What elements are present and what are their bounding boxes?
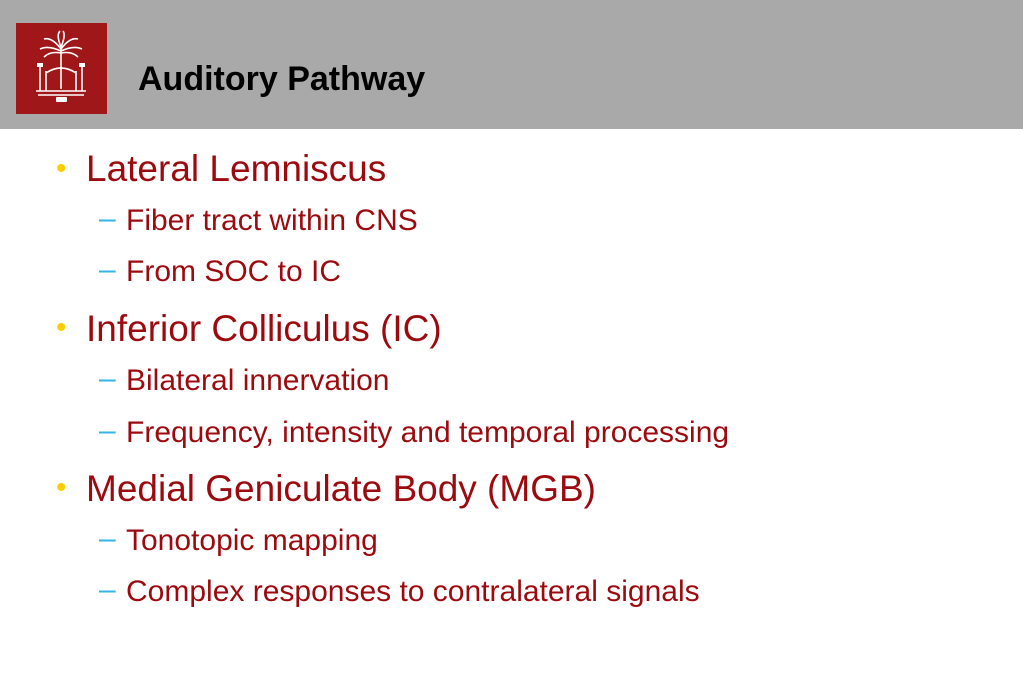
dash-icon: – [99, 522, 116, 555]
dash-icon: – [99, 414, 116, 447]
bullet-dot-icon: • [56, 471, 67, 504]
dash-icon: – [99, 362, 116, 395]
header-band [0, 0, 1023, 129]
dash-icon: – [99, 573, 116, 606]
dash-icon: – [99, 202, 116, 235]
sub-bullet-item: From SOC to IC [126, 255, 342, 288]
bullet-item: Medial Geniculate Body (MGB) [86, 468, 596, 509]
dash-icon: – [99, 253, 116, 286]
bullet-item: Lateral Lemniscus [86, 148, 387, 189]
sub-bullet-item: Bilateral innervation [126, 364, 390, 397]
sub-bullet-item: Fiber tract within CNS [126, 204, 418, 237]
university-seal-icon [16, 23, 107, 114]
bullet-dot-icon: • [56, 152, 67, 185]
sub-bullet-item: Frequency, intensity and temporal proces… [126, 416, 730, 449]
bullet-item: Inferior Colliculus (IC) [86, 308, 442, 349]
sub-bullet-item: Complex responses to contralateral signa… [126, 575, 700, 608]
slide-title: Auditory Pathway [138, 60, 426, 98]
sub-bullet-item: Tonotopic mapping [126, 524, 378, 557]
bullet-dot-icon: • [56, 311, 67, 344]
